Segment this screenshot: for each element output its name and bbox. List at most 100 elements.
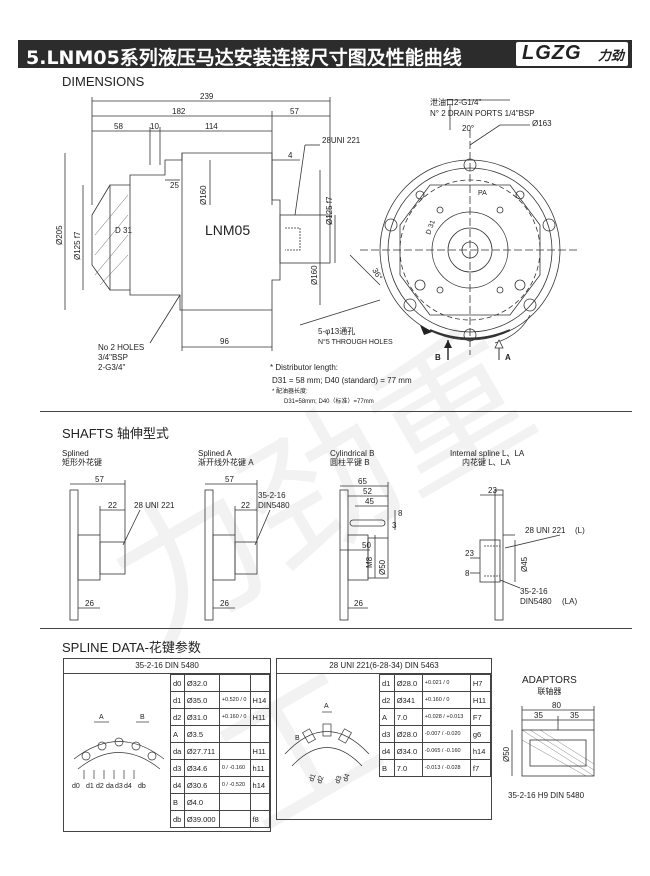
dim-182: 182 — [172, 107, 186, 116]
t2-cell-value: Ø28.0 — [393, 674, 423, 692]
t2-fig-b: B — [295, 735, 300, 742]
dim-114: 114 — [205, 122, 218, 131]
t2-fig-d1: d1 — [308, 773, 317, 783]
spline-table-2: 28 UNI 221(6-28-34) DIN 5463 A B d1 d2 d… — [276, 658, 492, 820]
dimensions-label: DIMENSIONS — [62, 74, 145, 89]
int-dim-23-top: 23 — [488, 486, 497, 495]
port-a: A — [505, 353, 511, 362]
t1-cell-value: Ø27.711 — [183, 742, 220, 760]
t1-cell-fit — [249, 674, 271, 692]
motor-model: LNM05 — [205, 222, 250, 238]
t2-cell-tolerance: +0.160 / 0 — [421, 691, 471, 709]
t1-cell-key: db — [170, 810, 185, 828]
t1-fig-b: B — [140, 714, 145, 721]
dim-d125-shaft: Ø125 f7 — [325, 196, 334, 225]
t1-fig-da: da — [106, 783, 114, 790]
cyl-dim-65: 65 — [358, 477, 367, 486]
t1-cell-fit: H14 — [249, 691, 271, 709]
adaptor-dim-35b: 35 — [570, 711, 579, 720]
dimensions-drawing: 239 182 57 58 10 114 28UNI 221 4 25 Ø160… — [55, 92, 580, 405]
t1-cell-tolerance — [218, 793, 251, 811]
cyl-dim-8: 8 — [398, 509, 403, 518]
dim-10: 10 — [150, 122, 159, 131]
dim-4: 4 — [288, 151, 293, 160]
t2-cell-tolerance: +0.028 / +0.013 — [421, 708, 471, 726]
t2-cell-key: d2 — [379, 691, 395, 709]
splined-dim-57: 57 — [95, 475, 104, 484]
dim-96: 96 — [220, 337, 229, 346]
t2-cell-key: A — [379, 708, 395, 726]
dim-d31: D 31 — [115, 226, 132, 235]
spline-table-1-figure: A B d0 d1 d2 da d3 d4 db — [72, 714, 165, 790]
t1-cell-tolerance: 0 / -0.520 — [218, 776, 251, 794]
t1-cell-tolerance: +0.160 / 0 — [218, 708, 251, 726]
drain-cn: 泄油口2-G1/4" — [430, 97, 481, 107]
t1-fig-d0: d0 — [72, 783, 80, 790]
splined-a-label: Splined A 渐开线外花键 A — [198, 449, 254, 467]
pcd-163: Ø163 — [532, 119, 552, 128]
adaptor-dim-35a: 35 — [534, 711, 543, 720]
ports-note-1: No 2 HOLES — [98, 343, 144, 352]
t2-cell-tolerance: +0.021 / 0 — [421, 674, 471, 692]
t1-cell-value: Ø34.6 — [183, 759, 220, 777]
t2-cell-key: d3 — [379, 725, 395, 743]
t1-cell-key: B — [170, 793, 185, 811]
dim-57: 57 — [290, 107, 299, 116]
t2-cell-fit: f7 — [469, 759, 492, 777]
t2-fig-a: A — [324, 703, 329, 710]
dim-d160-top: Ø160 — [199, 185, 208, 205]
t1-fig-d4: d4 — [124, 783, 132, 790]
int-dim-spec-l: 28 UNI 221 — [525, 526, 566, 535]
t1-cell-value: Ø31.0 — [183, 708, 220, 726]
ports-note-2: 3/4"BSP — [98, 353, 128, 362]
int-dim-d45: Ø45 — [520, 556, 529, 572]
spline-label: SPLINE DATA-花键参数 — [62, 640, 201, 655]
spline-table-1-title: 35-2-16 DIN 5480 — [64, 659, 270, 674]
distributor-cn-label: * 配油器长度: — [272, 387, 308, 395]
cyl-dim-45: 45 — [365, 497, 374, 506]
dim-d205: Ø205 — [55, 225, 64, 245]
t1-cell-tolerance — [218, 742, 251, 760]
t2-cell-value: 7.0 — [393, 708, 423, 726]
t1-cell-value: Ø3.5 — [183, 725, 220, 743]
distributor-en: D31 = 58 mm; D40 (standard) = 77 mm — [272, 376, 412, 385]
adaptor-dim-80: 80 — [552, 701, 561, 710]
drain-en: N° 2 DRAIN PORTS 1/4"BSP — [430, 109, 535, 118]
t1-cell-key: d1 — [170, 691, 185, 709]
angle-20: 20° — [462, 124, 474, 133]
t2-cell-fit: g6 — [469, 725, 492, 743]
t1-cell-key: d0 — [170, 674, 185, 692]
splined-a-dim-spec: 35-2-16 — [258, 491, 286, 500]
t1-cell-fit: H11 — [249, 742, 271, 760]
splined-en: Splined — [62, 449, 89, 458]
splined-a-dim-din: DIN5480 — [258, 501, 290, 510]
t2-cell-fit: H11 — [469, 691, 492, 709]
page-header: 5.LNM05系列液压马达安装连接尺寸图及性能曲线 LGZG 力劲 — [18, 40, 632, 69]
t2-cell-fit: F7 — [469, 708, 492, 726]
int-dim-spec-la: 35-2-16 — [520, 587, 548, 596]
t1-cell-key: d3 — [170, 759, 185, 777]
splined-a-dim-57: 57 — [225, 475, 234, 484]
divider-2 — [40, 628, 632, 629]
divider-1 — [40, 411, 632, 412]
t2-cell-key: B — [379, 759, 395, 777]
dim-28uni: 28UNI 221 — [322, 136, 361, 145]
t2-cell-value: 7.0 — [393, 759, 423, 777]
int-dim-l: (L) — [575, 526, 585, 535]
t1-fig-a: A — [99, 714, 104, 721]
t2-fig-d3: d3 — [334, 775, 343, 785]
pa-mark: PA — [478, 190, 487, 197]
int-dim-8: 8 — [465, 569, 470, 578]
